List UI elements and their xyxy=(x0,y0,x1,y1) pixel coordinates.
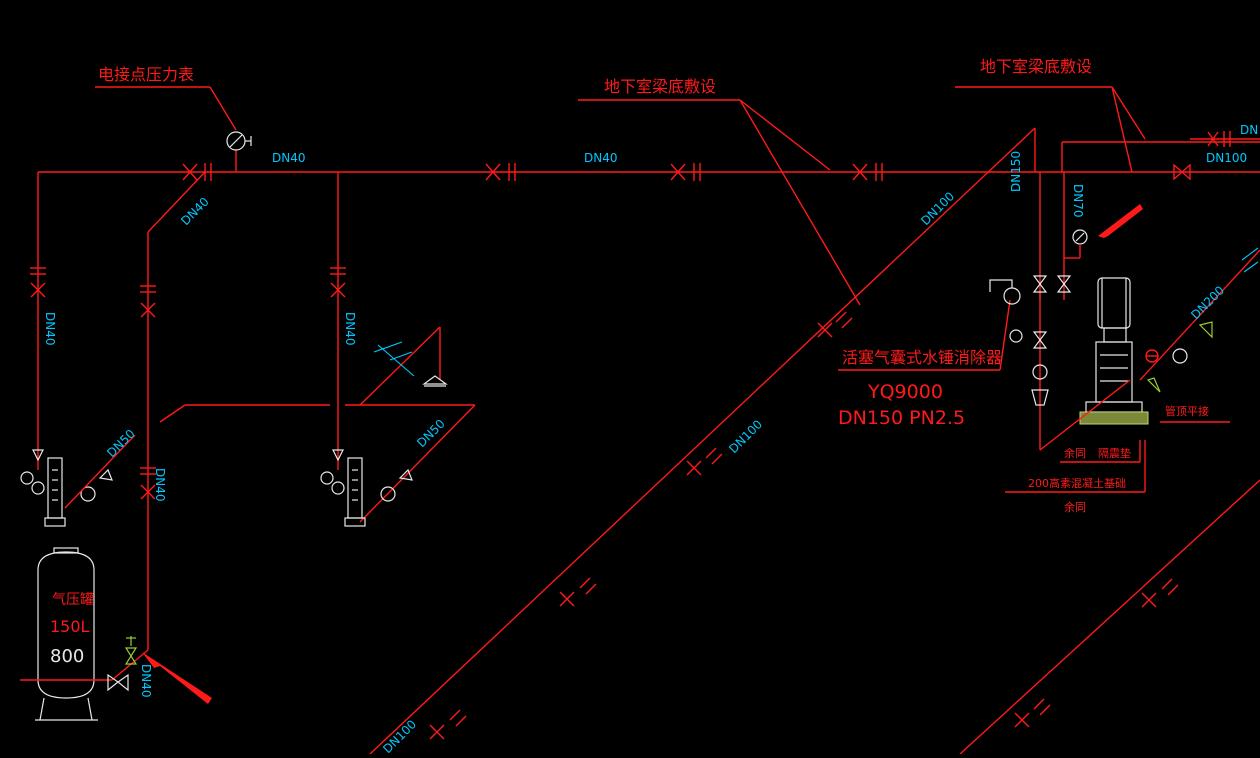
pipe-size-label: DN100 xyxy=(726,417,765,456)
pipe-top-label: 管顶平接 xyxy=(1165,404,1209,418)
cyan-hatch xyxy=(373,247,1259,377)
pipe-size-label: DN100 xyxy=(1206,151,1247,165)
gate-valve xyxy=(140,467,156,500)
gate-valve xyxy=(1032,275,1072,293)
tank-name-label: 气压罐 xyxy=(52,592,94,608)
concrete-base-label: 200高素混凝土基础 xyxy=(1028,476,1126,490)
gate-valve xyxy=(852,163,883,181)
pipe-size-label: DN40 xyxy=(139,664,153,698)
air-vent-icon xyxy=(124,636,138,665)
red-arrow-icon xyxy=(142,204,1143,704)
gate-valve xyxy=(429,709,467,740)
water-hammer-arrester-label: 活塞气囊式水锤消除器 xyxy=(842,348,1002,367)
basement-beam-label-1: 地下室梁底敷设 xyxy=(604,77,716,96)
gate-valve xyxy=(182,163,212,181)
pipe-size-label: DN40 xyxy=(272,151,306,165)
same-label-1: 余同 xyxy=(1064,446,1086,460)
gate-valve xyxy=(686,447,723,476)
gate-valve xyxy=(559,577,597,607)
check-valve xyxy=(1173,163,1191,181)
main-valves xyxy=(182,131,1260,181)
pressure-gauge-icon xyxy=(226,131,252,151)
gate-valve xyxy=(1190,131,1260,147)
sprinkler-icon xyxy=(422,375,448,387)
pressure-gauge-icon xyxy=(1064,229,1088,259)
pipe-size-label: DN40 xyxy=(153,468,167,502)
model-label: YQ9000 xyxy=(867,381,943,403)
pipe-size-label: DN xyxy=(1240,123,1258,137)
tank-volume-label: 150L xyxy=(50,617,90,636)
pipe-size-label: DN70 xyxy=(1071,184,1085,218)
pipe-size-label: DN100 xyxy=(918,189,957,228)
main-pipe xyxy=(37,150,1260,650)
booster-pump-left xyxy=(20,434,136,527)
isolation-pad-label: 隔震垫 xyxy=(1098,446,1131,460)
gate-valve xyxy=(30,267,46,298)
basement-beam-label-2: 地下室梁底敷设 xyxy=(980,57,1092,76)
pipe-size-label: DN150 xyxy=(1009,151,1023,192)
pipe-size-labels: DN40 DN40 DN100 DN DN40 DN40 DN40 DN40 D… xyxy=(43,123,1258,756)
pipe-size-label: DN40 xyxy=(343,312,357,346)
pipe-size-label: DN50 xyxy=(414,417,448,451)
branch-valves xyxy=(30,267,346,500)
gate-valve xyxy=(1014,698,1051,728)
pipe-size-label: DN200 xyxy=(1188,283,1227,322)
pressure-tank xyxy=(20,547,149,721)
plane-outline xyxy=(159,326,476,523)
pipe-size-label: DN50 xyxy=(104,427,138,461)
red-labels: 电接点压力表 地下室梁底敷设 地下室梁底敷设 活塞气囊式水锤消除器 YQ9000… xyxy=(50,57,1209,636)
gate-valve xyxy=(140,285,156,318)
pipe-size-label: DN40 xyxy=(178,195,212,229)
tank-diameter-label: 800 xyxy=(50,646,84,667)
pipe-size-label: DN40 xyxy=(43,312,57,346)
gate-valve xyxy=(817,311,853,338)
leader-lines xyxy=(95,86,1230,493)
same-label-2: 余同 xyxy=(1064,500,1086,514)
gate-valve xyxy=(1141,578,1179,608)
pipe-size-label: DN40 xyxy=(584,151,618,165)
pipe-size-label: DN100 xyxy=(380,717,419,754)
model-spec-label: DN150 PN2.5 xyxy=(838,407,965,429)
pressure-gauge-label: 电接点压力表 xyxy=(98,65,194,84)
main-pump-right xyxy=(989,277,1213,451)
gate-valve xyxy=(485,163,516,181)
gate-valve xyxy=(330,267,346,298)
gate-valve xyxy=(670,163,701,181)
diagonal-pipes xyxy=(369,127,1260,755)
booster-pump-mid xyxy=(320,449,413,527)
